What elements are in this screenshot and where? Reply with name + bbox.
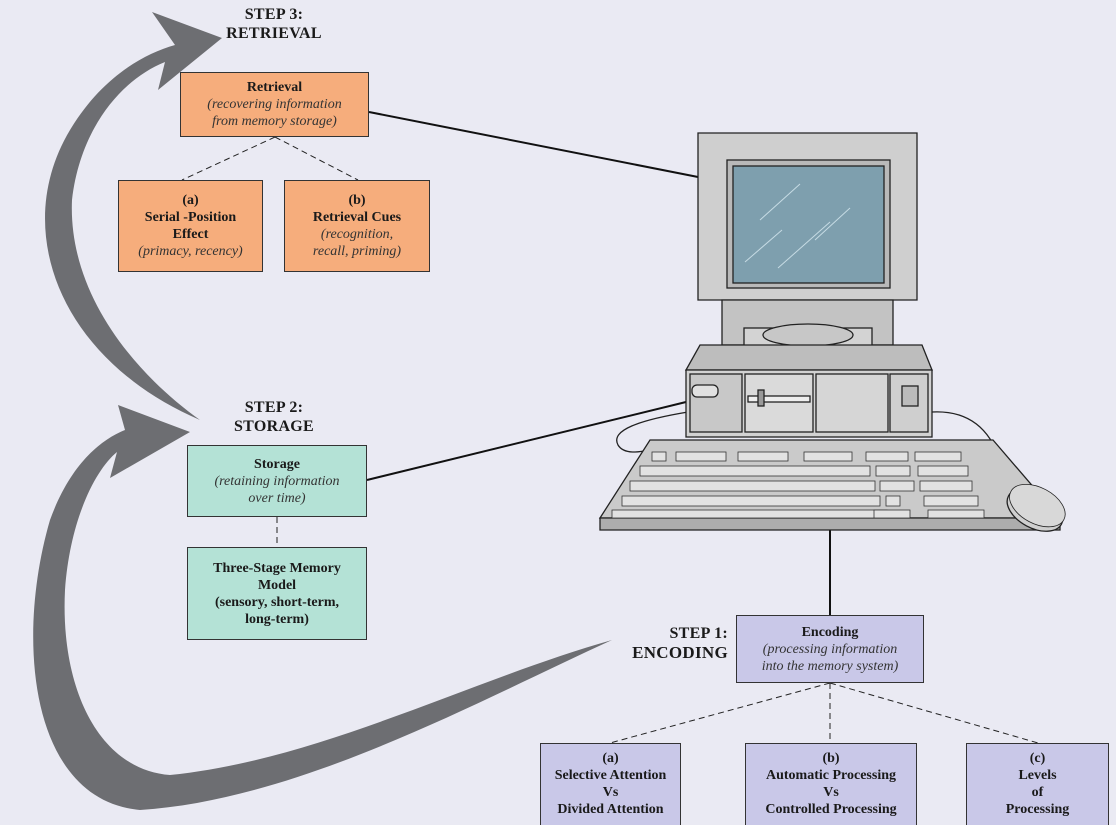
- encoding-c-line2: of: [1031, 785, 1044, 800]
- retrieval-a-title1: Serial -Position: [144, 210, 237, 225]
- encoding-c-line3: Processing: [1005, 802, 1070, 817]
- storage-box: Storage (retaining information over time…: [187, 445, 367, 517]
- encoding-a-line1: Selective Attention: [554, 768, 667, 783]
- encoding-b-line3: Controlled Processing: [765, 802, 897, 817]
- step3-line1: STEP 3:: [244, 6, 304, 23]
- encoding-c-letter: (c): [1029, 751, 1046, 766]
- encoding-sub1: (processing information: [762, 641, 898, 657]
- retrieval-title: Retrieval: [246, 80, 303, 95]
- encoding-title: Encoding: [801, 624, 859, 640]
- encoding-a-line2: Vs: [602, 785, 619, 800]
- storage-title: Storage: [254, 456, 300, 472]
- step3-label: STEP 3: RETRIEVAL: [210, 5, 338, 43]
- step3-line2: RETRIEVAL: [226, 25, 322, 42]
- retrieval-b-sub1: (recognition,: [320, 227, 394, 242]
- retrieval-a-letter: (a): [182, 193, 199, 208]
- encoding-b-letter: (b): [822, 751, 840, 766]
- connector-storage-computer: [366, 401, 687, 481]
- storage-model-box: Three-Stage Memory Model (sensory, short…: [187, 547, 367, 640]
- retrieval-sub1: (recovering information: [207, 97, 342, 112]
- retrieval-b-letter: (b): [348, 193, 366, 208]
- encoding-b-box: (b) Automatic Processing Vs Controlled P…: [745, 743, 917, 825]
- encoding-c-line1: Levels: [1018, 768, 1057, 783]
- step1-label: STEP 1: ENCODING: [612, 624, 728, 663]
- keyboard-cable: [616, 411, 689, 453]
- step1-line2: ENCODING: [632, 643, 728, 662]
- encoding-b-line2: Vs: [823, 785, 839, 800]
- retrieval-b-box: (b) Retrieval Cues (recognition, recall,…: [284, 180, 430, 272]
- encoding-a-box: (a) Selective Attention Vs Divided Atten…: [540, 743, 681, 825]
- encoding-a-letter: (a): [602, 751, 619, 766]
- storage-model-line4: long-term): [245, 611, 309, 627]
- arrow-encoding-to-storage: [33, 405, 613, 810]
- step2-label: STEP 2: STORAGE: [215, 398, 333, 436]
- computer-illustration: [598, 132, 1066, 532]
- arrow-storage-to-retrieval: [45, 12, 222, 420]
- storage-model-line2: Model: [257, 577, 297, 593]
- retrieval-a-box: (a) Serial -Position Effect (primacy, re…: [118, 180, 263, 272]
- retrieval-a-title2: Effect: [172, 227, 209, 242]
- retrieval-a-sub: (primacy, recency): [138, 244, 243, 259]
- retrieval-b-sub2: recall, priming): [312, 244, 402, 259]
- retrieval-box: Retrieval (recovering information from m…: [180, 72, 369, 137]
- storage-sub2: over time): [248, 490, 306, 506]
- connector-retrieval-monitor: [368, 111, 699, 178]
- storage-model-line3: (sensory, short-term,: [214, 594, 340, 610]
- retrieval-sub2: from memory storage): [212, 114, 337, 129]
- dashed-connectors: [181, 136, 1039, 744]
- step2-line1: STEP 2:: [244, 399, 304, 416]
- encoding-a-line3: Divided Attention: [557, 802, 664, 817]
- step2-line2: STORAGE: [233, 418, 315, 435]
- encoding-c-box: (c) Levels of Processing: [966, 743, 1109, 825]
- encoding-box: Encoding (processing information into th…: [736, 615, 924, 683]
- storage-model-line1: Three-Stage Memory: [213, 560, 341, 576]
- monitor-screen: [732, 165, 885, 284]
- encoding-sub2: into the memory system): [761, 658, 899, 674]
- step1-line1: STEP 1:: [669, 625, 728, 642]
- retrieval-b-title: Retrieval Cues: [312, 210, 402, 225]
- storage-sub1: (retaining information: [214, 473, 340, 489]
- encoding-b-line1: Automatic Processing: [766, 768, 896, 783]
